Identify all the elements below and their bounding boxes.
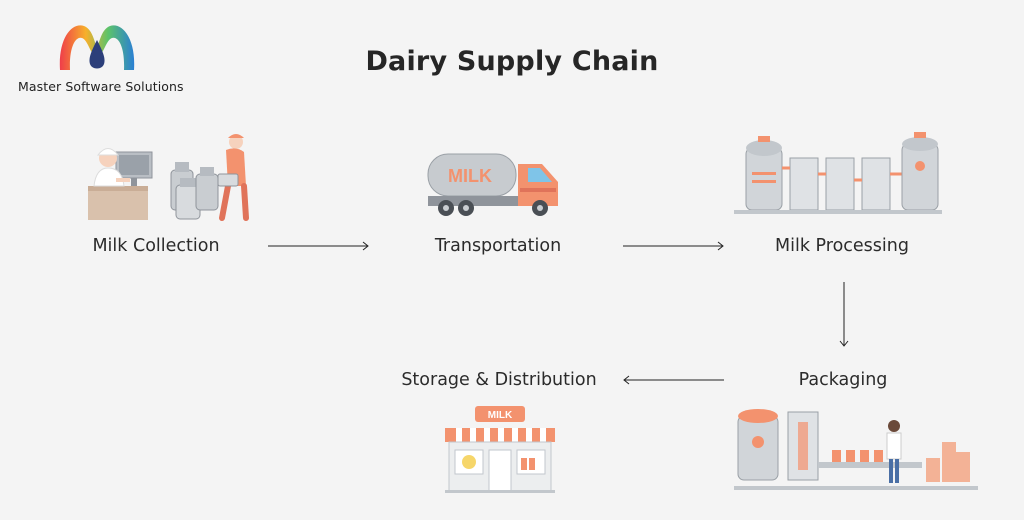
stage-label-storage: Storage & Distribution [401,370,597,390]
arrow-left-icon [623,375,724,385]
milk-tanker-truck-icon: MILK [427,153,558,216]
page-title: Dairy Supply Chain [365,46,659,77]
farmer-computer-icon [88,148,153,220]
processing-plant-icon [734,132,942,214]
stage-label-packaging: Packaging [798,370,888,390]
arrow-right-icon [268,241,369,251]
stage-label-collection: Milk Collection [92,236,220,256]
truck-sign: MILK [448,166,492,186]
arrow-right-icon [623,241,724,251]
milk-shop-icon: MILK [445,406,555,493]
logo-mark-icon [59,25,135,70]
arrow-down-icon [839,282,849,347]
brand-name: Master Software Solutions [18,79,184,94]
milk-cans-icon [170,134,249,221]
packaging-line-icon [734,409,978,490]
stage-label-processing: Milk Processing [775,236,909,256]
stage-label-transport: Transportation [434,236,562,256]
shop-sign: MILK [488,410,513,421]
